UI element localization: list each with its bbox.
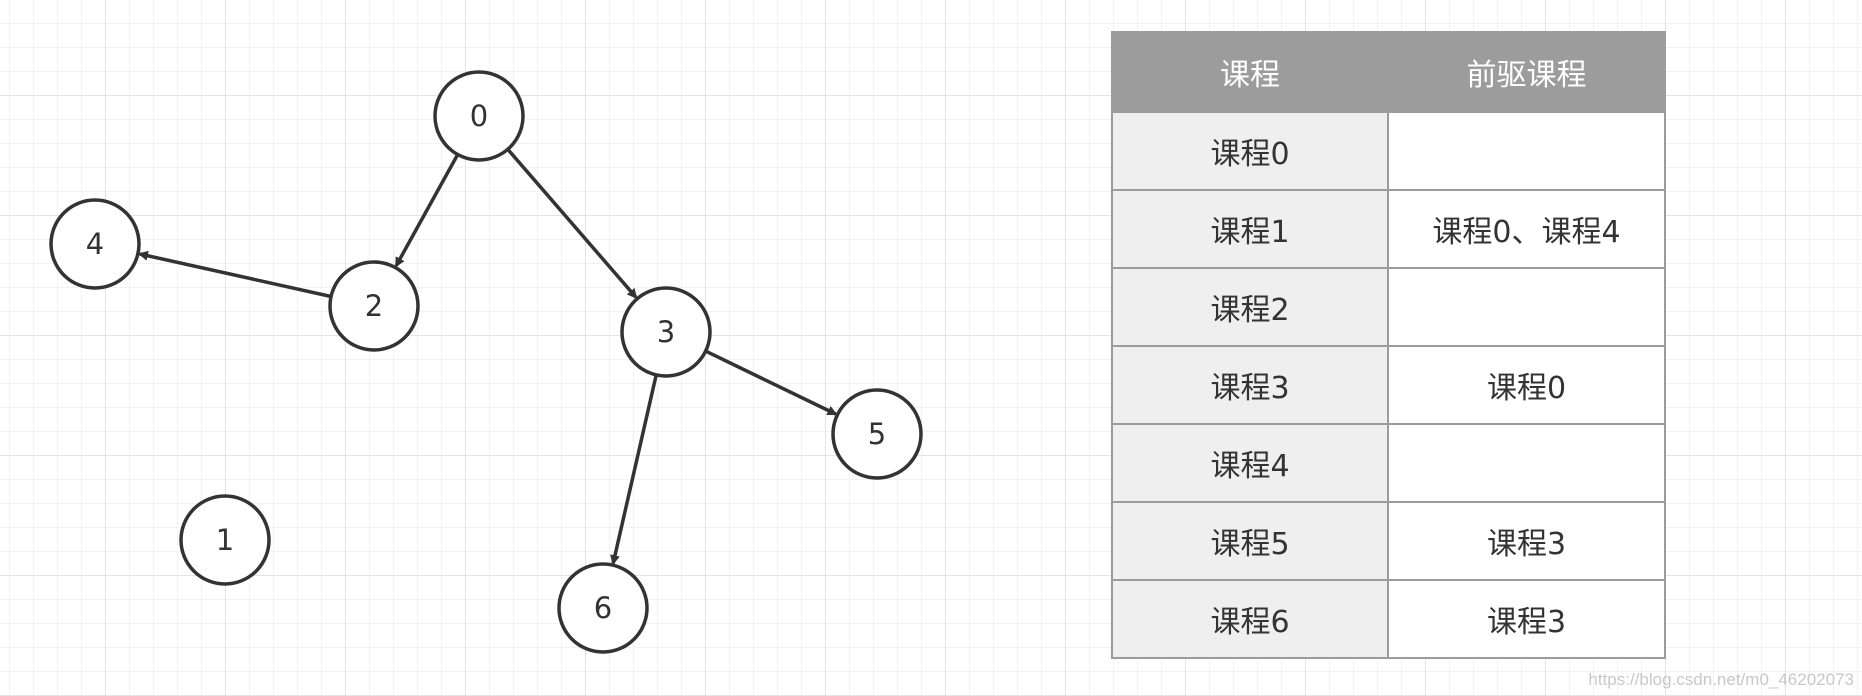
table-row: 课程4 [1111, 423, 1666, 503]
course-cell: 课程4 [1111, 423, 1389, 503]
edge-arrow-2-to-4 [137, 250, 332, 299]
table-row: 课程0 [1111, 111, 1666, 191]
prerequisite-cell: 课程0 [1387, 345, 1666, 425]
node-label: 3 [657, 315, 675, 349]
node-label: 5 [868, 417, 886, 451]
course-cell: 课程2 [1111, 267, 1389, 347]
node-label: 0 [470, 99, 488, 133]
node-label: 6 [594, 591, 612, 625]
node-label: 4 [86, 227, 104, 261]
node-circle [620, 286, 712, 378]
node-label: 1 [216, 523, 234, 557]
node-circle [179, 494, 271, 586]
node-circle [831, 388, 923, 480]
prerequisite-cell [1387, 267, 1666, 347]
graph-node-3: 3 [620, 286, 712, 378]
edge-arrow-0-to-2 [394, 153, 460, 268]
prerequisite-cell: 课程0、课程4 [1387, 189, 1666, 269]
graph-node-4: 4 [49, 198, 141, 290]
prerequisite-cell: 课程3 [1387, 501, 1666, 581]
prerequisite-cell: 课程3 [1387, 579, 1666, 659]
edge-arrow-3-to-6 [610, 374, 658, 566]
table-row: 课程5 课程3 [1111, 501, 1666, 581]
node-circle [557, 562, 649, 654]
node-circle [328, 260, 420, 352]
graph-node-6: 6 [557, 562, 649, 654]
edge-arrow-3-to-5 [704, 349, 838, 416]
table-header-row: 课程 前驱课程 [1111, 31, 1666, 113]
node-circle [433, 70, 525, 162]
course-cell: 课程1 [1111, 189, 1389, 269]
course-prerequisite-table: 课程 前驱课程 课程0 课程1 课程0、课程4 课程2 课程3 课程0 课程4 … [1111, 31, 1666, 659]
course-cell: 课程3 [1111, 345, 1389, 425]
graph-node-5: 5 [831, 388, 923, 480]
graph-node-0: 0 [433, 70, 525, 162]
table-row: 课程2 [1111, 267, 1666, 347]
course-cell: 课程6 [1111, 579, 1389, 659]
prerequisite-cell [1387, 111, 1666, 191]
table-row: 课程6 课程3 [1111, 579, 1666, 659]
table-row: 课程1 课程0、课程4 [1111, 189, 1666, 269]
edge-arrow-0-to-3 [506, 148, 638, 299]
watermark-text: https://blog.csdn.net/m0_46202073 [1588, 670, 1854, 689]
course-cell: 课程5 [1111, 501, 1389, 581]
node-circle [49, 198, 141, 290]
table-row: 课程3 课程0 [1111, 345, 1666, 425]
prerequisite-cell [1387, 423, 1666, 503]
course-cell: 课程0 [1111, 111, 1389, 191]
graph-node-2: 2 [328, 260, 420, 352]
graph-node-1: 1 [179, 494, 271, 586]
node-label: 2 [365, 289, 383, 323]
header-prerequisite: 前驱课程 [1387, 31, 1666, 113]
header-course: 课程 [1111, 31, 1389, 113]
